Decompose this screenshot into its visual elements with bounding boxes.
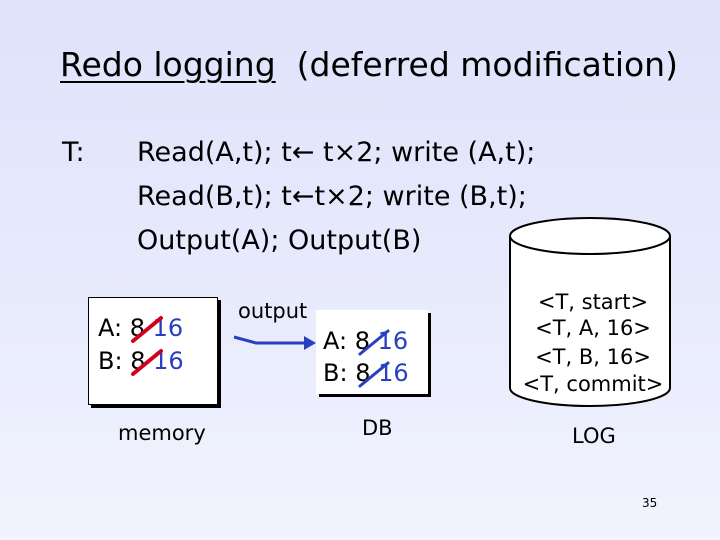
memory-b-strike (131, 349, 163, 376)
memory-a-strike (131, 316, 163, 343)
log-entry-start: <T, start> (537, 290, 649, 314)
db-label: DB (362, 416, 393, 440)
output-label: output (238, 299, 308, 323)
db-b-name: B: (323, 359, 348, 387)
title-main: Redo logging (60, 45, 276, 84)
log-cylinder (509, 217, 671, 407)
log-entry-a: <T, A, 16> (535, 316, 651, 340)
transaction-line-2: Read(B,t); t←t×2; write (B,t); (137, 181, 527, 212)
transaction-line-1: Read(A,t); t← t×2; write (A,t); (137, 137, 536, 168)
db-b-strike (358, 361, 390, 388)
db-row-a: A: 8 16 (323, 326, 408, 356)
db-box (316, 310, 428, 394)
memory-a-name: A: (98, 314, 123, 342)
db-a-strike (358, 329, 390, 356)
memory-b-name: B: (98, 347, 123, 375)
page-number: 35 (642, 496, 658, 510)
log-entry-commit: <T, commit> (522, 372, 664, 396)
memory-row-a: A: 8 16 (98, 313, 183, 343)
title-sub: (deferred modification) (296, 45, 678, 84)
page-title: Redo logging (deferred modification) (60, 44, 678, 86)
output-arrow (233, 335, 316, 350)
db-a-name: A: (323, 327, 348, 355)
log-label: LOG (572, 424, 616, 448)
transaction-line-3: Output(A); Output(B) (137, 225, 422, 256)
log-entry-b: <T, B, 16> (535, 345, 651, 369)
transaction-label: T: (62, 137, 85, 168)
db-a-new: 16 (377, 327, 409, 355)
memory-box (88, 297, 218, 405)
db-b-new: 16 (378, 359, 409, 387)
memory-label: memory (118, 421, 206, 445)
